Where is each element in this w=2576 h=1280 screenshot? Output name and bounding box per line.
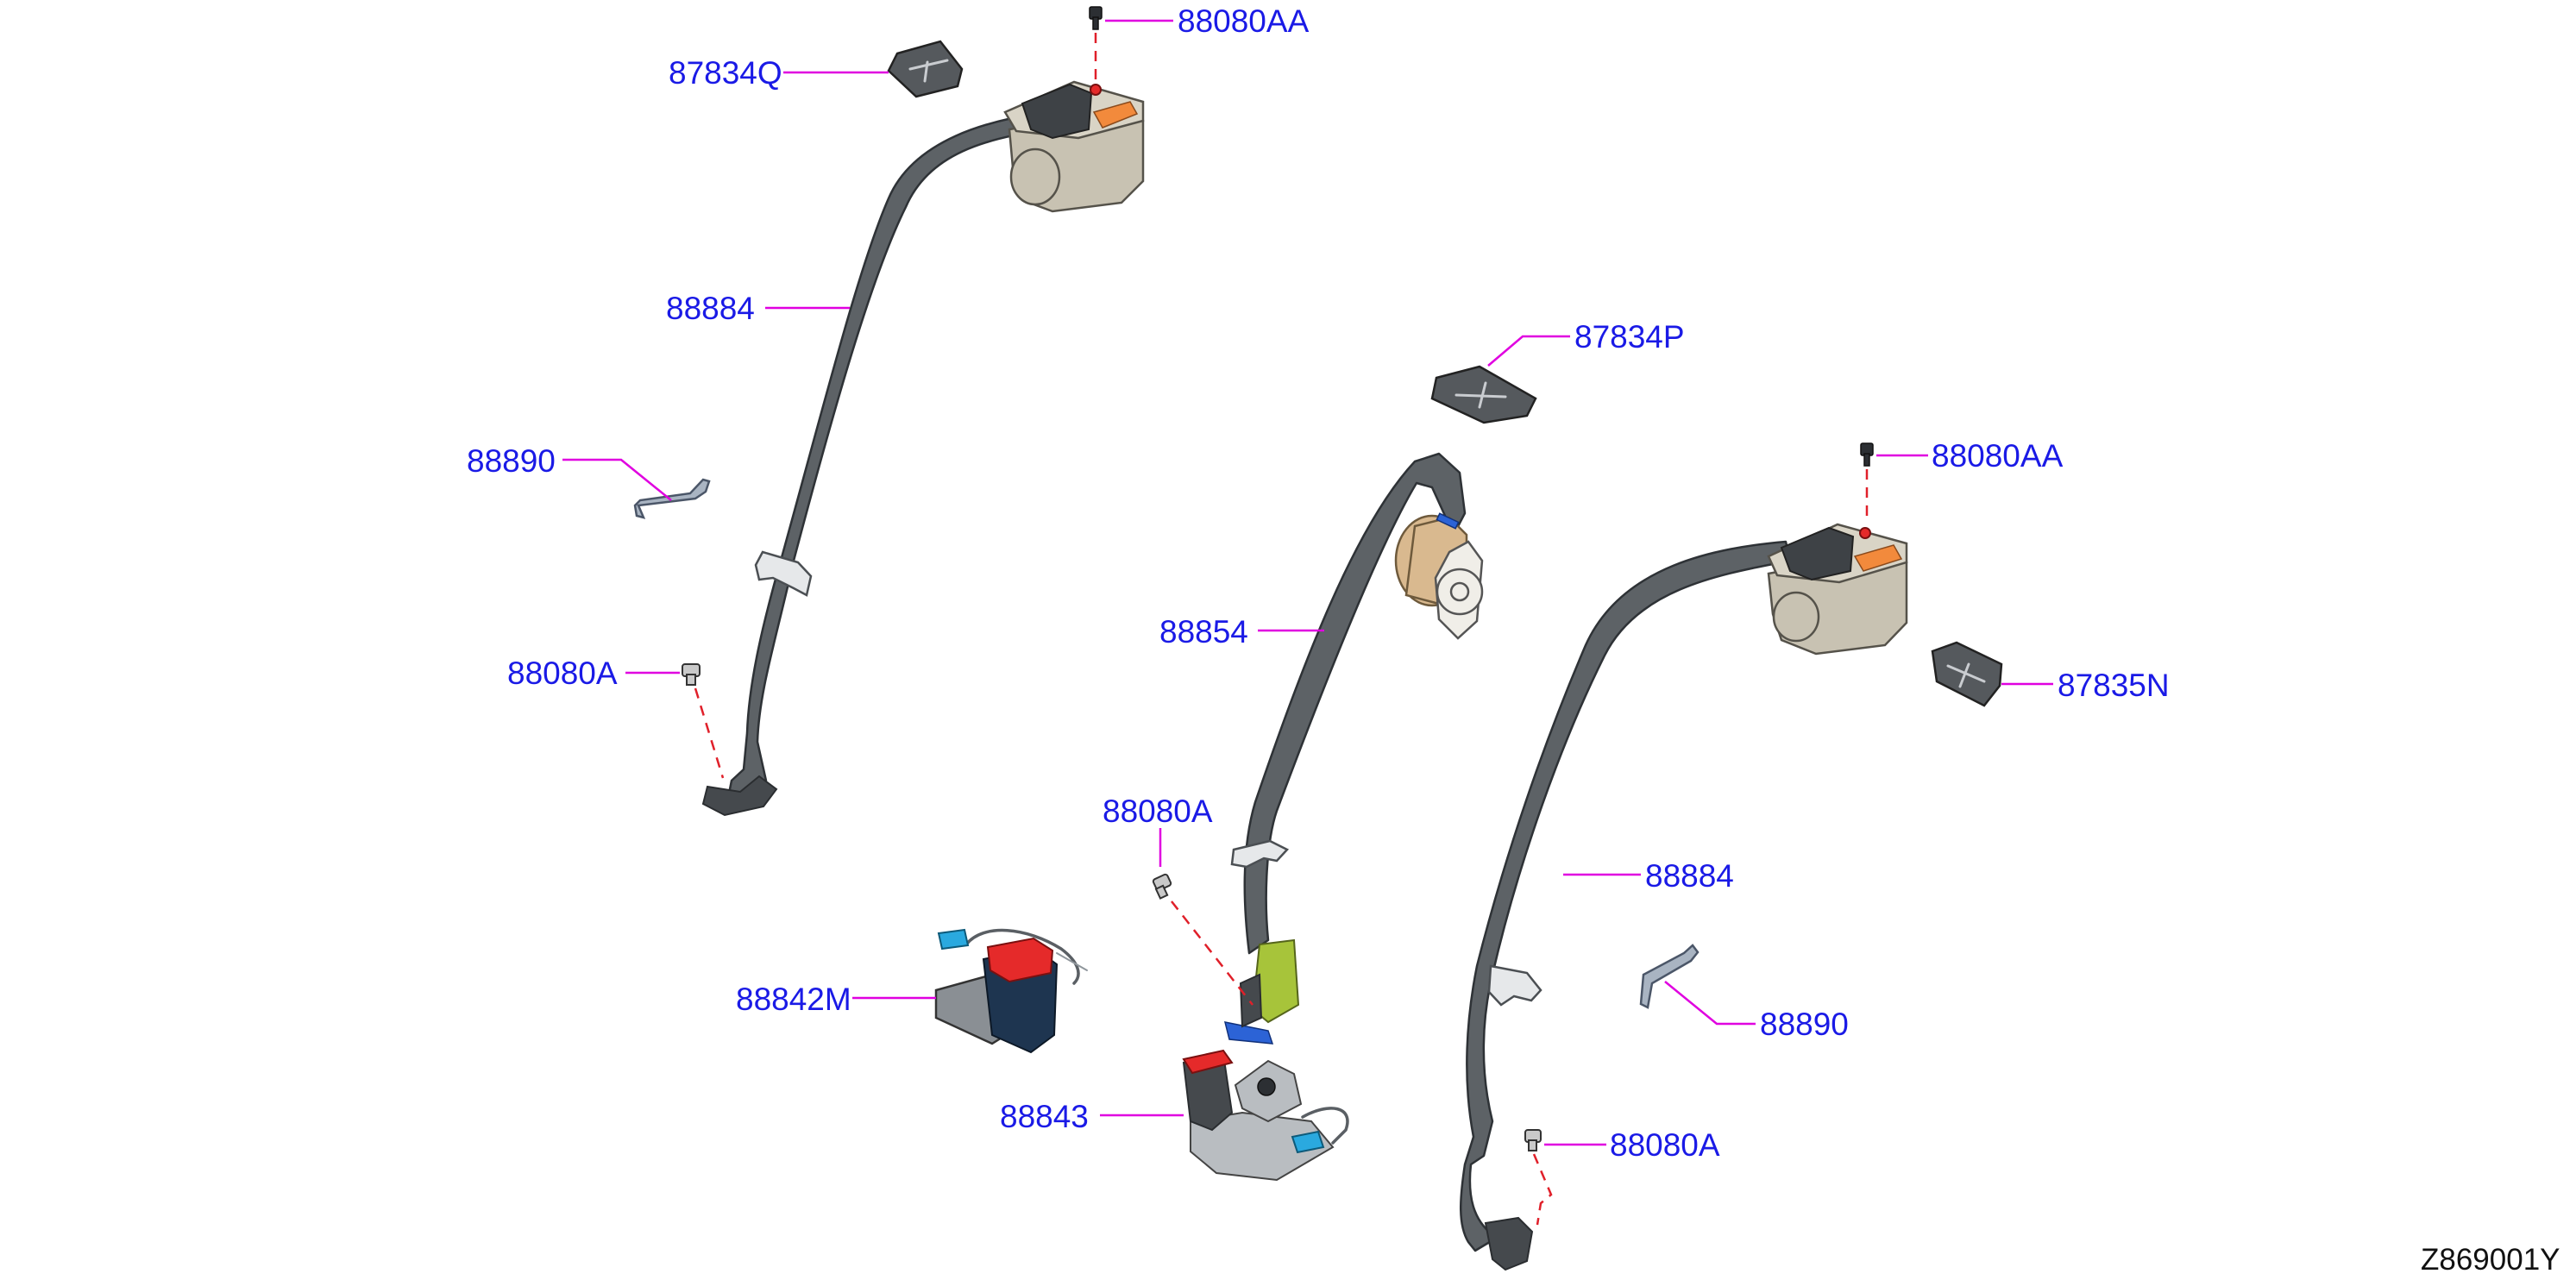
- right-seat-belt-assembly: [1460, 523, 1908, 1271]
- part-label-88080A-center: 88080A: [1103, 794, 1213, 829]
- right-top-anchor-bolt: [1860, 442, 1874, 522]
- part-label-88080A-right: 88080A: [1610, 1127, 1720, 1163]
- part-label-88842M: 88842M: [736, 982, 851, 1017]
- left-belt-anchor-end: [701, 775, 778, 817]
- part-label-88884-right: 88884: [1645, 858, 1734, 894]
- leader-88890-left: [562, 458, 672, 501]
- center-seat-belt-assembly: [1223, 452, 1484, 1045]
- diagram-reference-code: Z869001Y: [2421, 1243, 2560, 1277]
- right-bracket-88890: [1639, 944, 1700, 1009]
- center-anchor-bolt: [1152, 873, 1253, 1006]
- part-label-88080AA-right: 88080AA: [1932, 438, 2064, 474]
- part-label-87834Q: 87834Q: [669, 55, 782, 91]
- part-label-88854: 88854: [1159, 614, 1248, 649]
- left-retractor-housing: [1003, 80, 1145, 213]
- right-retractor-housing: [1767, 523, 1908, 656]
- trim-cover-87834Q: [887, 40, 964, 98]
- leader-87834P: [1487, 335, 1570, 367]
- part-label-88884-left: 88884: [666, 291, 755, 326]
- left-anchor-bolt: [682, 663, 725, 779]
- right-belt-webbing: [1460, 540, 1792, 1252]
- part-label-88890-right: 88890: [1760, 1007, 1849, 1042]
- right-anchor-bolt: [1524, 1129, 1553, 1226]
- buckle-88842M: [934, 928, 1088, 1054]
- left-belt-webbing: [727, 112, 1046, 804]
- right-belt-guide: [1487, 964, 1542, 1007]
- left-seat-belt-assembly: [701, 80, 1145, 817]
- trim-cover-87834P: [1430, 365, 1537, 424]
- leader-88890-right: [1664, 981, 1756, 1026]
- right-belt-anchor-end: [1484, 1216, 1534, 1271]
- part-label-87835N: 87835N: [2058, 668, 2170, 703]
- left-bracket-88890: [633, 478, 711, 519]
- part-label-88890-left: 88890: [467, 443, 556, 479]
- part-label-88080AA-top: 88080AA: [1178, 3, 1310, 39]
- left-belt-guide: [754, 550, 813, 597]
- center-belt-guide: [1230, 839, 1290, 869]
- part-label-87834P: 87834P: [1574, 319, 1685, 355]
- buckle-88843: [1182, 1049, 1349, 1182]
- part-label-88080A-left: 88080A: [507, 656, 618, 691]
- center-belt-webbing: [1243, 452, 1467, 955]
- top-anchor-bolt: [1089, 6, 1103, 86]
- center-retractor-spool: [1394, 512, 1484, 640]
- part-label-88843: 88843: [1000, 1099, 1089, 1134]
- trim-cover-87835N: [1931, 641, 2003, 707]
